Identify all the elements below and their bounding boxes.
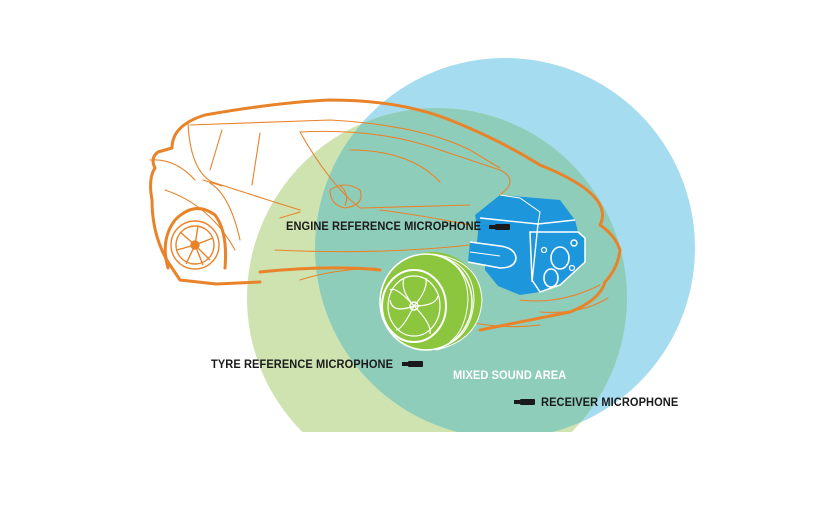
receiver-microphone-icon xyxy=(514,399,535,405)
engine-illustration xyxy=(467,194,586,295)
car-detail-lines xyxy=(149,119,609,328)
car-outline xyxy=(149,98,622,332)
tyre-microphone-label: TYRE REFERENCE MICROPHONE xyxy=(211,357,394,371)
engine-microphone-label: ENGINE REFERENCE MICROPHONE xyxy=(286,219,482,233)
rear-wheel xyxy=(170,220,220,270)
mixed-sound-area-label: MIXED SOUND AREA xyxy=(453,368,567,382)
tyre-microphone-icon xyxy=(402,361,423,367)
receiver-microphone-label: RECEIVER MICROPHONE xyxy=(541,395,679,409)
engine-microphone-icon xyxy=(489,224,510,230)
tyre-illustration xyxy=(379,252,483,351)
